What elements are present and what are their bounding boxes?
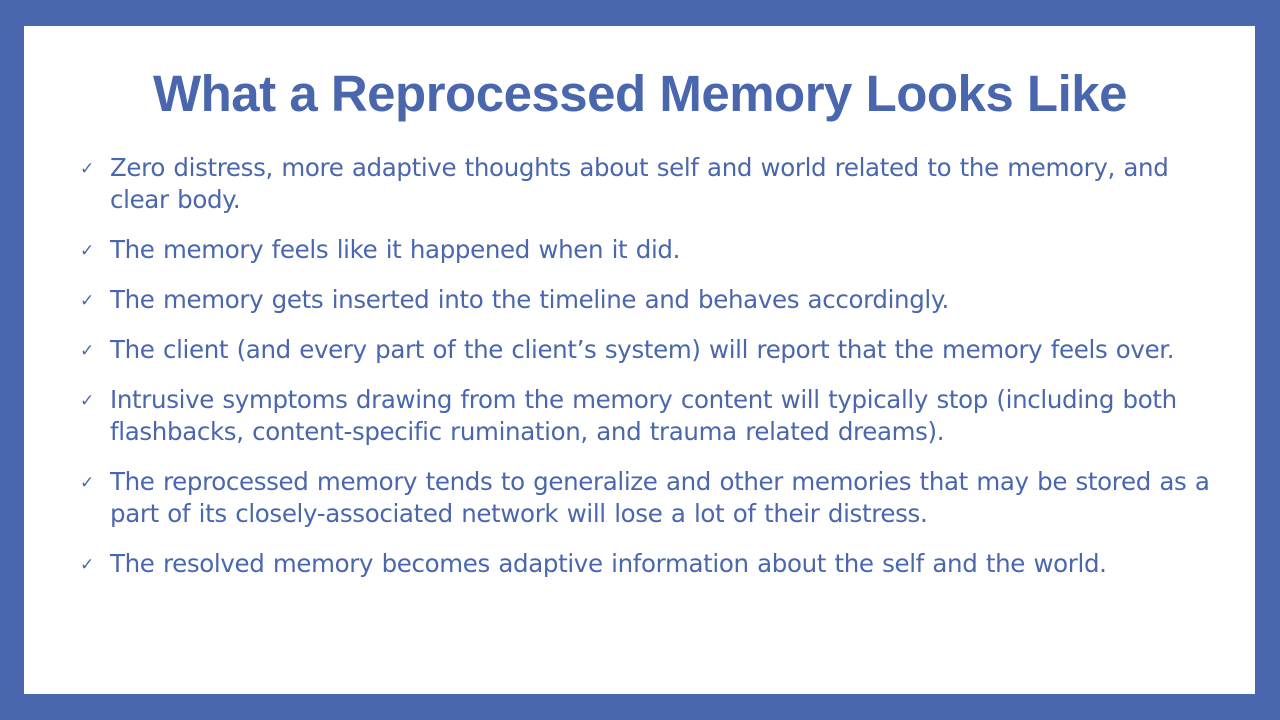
bullet-text: Zero distress, more adaptive thoughts ab…	[110, 153, 1169, 214]
check-icon: ✓	[80, 391, 94, 411]
bullet-item: ✓ The client (and every part of the clie…	[78, 334, 1228, 366]
slide-panel	[24, 26, 1255, 694]
check-icon: ✓	[80, 241, 94, 261]
bullet-text: The memory feels like it happened when i…	[110, 235, 681, 264]
check-icon: ✓	[80, 291, 94, 311]
bullet-item: ✓ The memory feels like it happened when…	[78, 234, 1228, 266]
check-icon: ✓	[80, 341, 94, 361]
bullet-list: ✓ Zero distress, more adaptive thoughts …	[78, 152, 1228, 598]
bullet-item: ✓ The reprocessed memory tends to genera…	[78, 466, 1228, 530]
check-icon: ✓	[80, 473, 94, 493]
bullet-item: ✓ The memory gets inserted into the time…	[78, 284, 1228, 316]
bullet-text: The memory gets inserted into the timeli…	[110, 285, 949, 314]
check-icon: ✓	[80, 159, 94, 179]
bullet-text: Intrusive symptoms drawing from the memo…	[110, 385, 1177, 446]
bullet-item: ✓ The resolved memory becomes adaptive i…	[78, 548, 1228, 580]
bullet-text: The client (and every part of the client…	[110, 335, 1175, 364]
check-icon: ✓	[80, 555, 94, 575]
bullet-text: The reprocessed memory tends to generali…	[110, 467, 1210, 528]
bullet-item: ✓ Zero distress, more adaptive thoughts …	[78, 152, 1228, 216]
slide-title: What a Reprocessed Memory Looks Like	[153, 65, 1127, 122]
bullet-item: ✓ Intrusive symptoms drawing from the me…	[78, 384, 1228, 448]
bullet-text: The resolved memory becomes adaptive inf…	[110, 549, 1107, 578]
